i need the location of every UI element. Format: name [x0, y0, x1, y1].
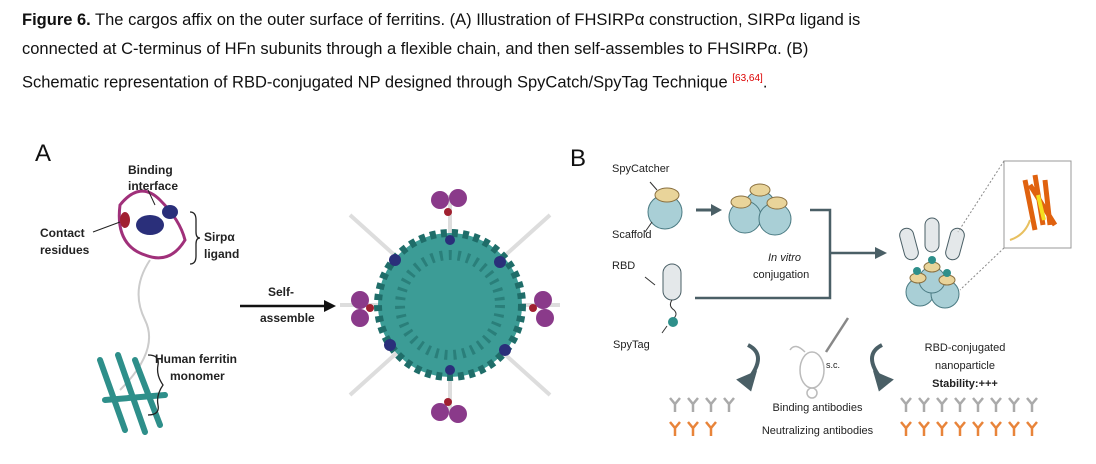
antibody-icon — [918, 421, 930, 436]
binding-antibodies-label: Binding antibodies — [772, 402, 863, 414]
self-assemble-arrow — [240, 300, 336, 312]
sirpa-ligand-label: Sirpα — [204, 230, 235, 244]
antibody-icon — [954, 397, 966, 412]
antibody-icon — [669, 421, 681, 436]
mouse-syringe-icon — [789, 317, 850, 399]
self-assemble-label: Self- — [268, 285, 295, 299]
antibody-icon — [1026, 421, 1038, 436]
antibody-icon — [990, 421, 1002, 436]
antibody-icon — [972, 397, 984, 412]
antibody-icons — [669, 397, 1038, 436]
conjugation-arrow — [695, 208, 887, 300]
nanoparticle-label: RBD-conjugated — [924, 342, 1006, 354]
antibody-icon — [723, 397, 735, 412]
stability-label: Stability:+++ — [932, 378, 998, 390]
contact-residues-label: residues — [40, 243, 90, 257]
fhsirpa-nanocage — [340, 189, 560, 423]
antibody-icon — [705, 421, 717, 436]
caption-line: The cargos affix on the outer surface of… — [90, 11, 861, 29]
sirpa-ligand-label: ligand — [204, 247, 240, 261]
binding-pointer — [147, 189, 156, 206]
citation-link[interactable]: [63,64] — [732, 73, 763, 84]
sirpa-brace — [189, 211, 201, 265]
antibody-icon — [1008, 421, 1020, 436]
antibody-icon — [900, 397, 912, 412]
in-vitro-label: In vitro — [768, 252, 802, 264]
binding-interface-label: interface — [128, 179, 179, 193]
antibody-icon — [918, 397, 930, 412]
rbd-spytag — [644, 263, 682, 334]
conjugation-label: conjugation — [753, 269, 810, 281]
binding-interface-label: Binding — [128, 163, 173, 177]
self-assemble-label: assemble — [260, 311, 315, 325]
human-ferritin-label: monomer — [170, 369, 225, 383]
neutralizing-antibodies-label: Neutralizing antibodies — [761, 425, 874, 437]
caption-period: . — [762, 73, 768, 92]
caption-label: Figure 6. — [22, 11, 91, 29]
figure-caption: Figure 6. The cargos affix on the outer … — [22, 6, 1082, 98]
spytag-structure-inset — [957, 160, 1072, 291]
scaffold-trimer — [728, 183, 792, 236]
caption-line: Schematic representation of RBD-conjugat… — [22, 73, 733, 92]
scaffold-label: Scaffold — [612, 229, 652, 241]
antibody-icon — [972, 421, 984, 436]
contact-pointer — [92, 221, 121, 233]
curved-arrow-icon — [736, 343, 894, 392]
antibody-icon — [687, 421, 699, 436]
contact-residues-label: Contact — [40, 226, 85, 240]
antibody-icon — [936, 421, 948, 436]
sc-label: s.c. — [826, 360, 841, 370]
antibody-icon — [1026, 397, 1038, 412]
antibody-icon — [936, 397, 948, 412]
spytag-label: SpyTag — [613, 339, 650, 351]
human-ferritin-label: Human ferritin — [155, 352, 238, 366]
antibody-icon — [1008, 397, 1020, 412]
antibody-icon — [687, 397, 699, 412]
panel-a-label: A — [35, 140, 52, 167]
rbd-nanoparticle — [899, 217, 965, 309]
nanoparticle-label: nanoparticle — [935, 360, 995, 372]
antibody-icon — [705, 397, 717, 412]
antibody-icon — [900, 421, 912, 436]
panel-b-label: B — [570, 145, 587, 172]
spycatcher-label: SpyCatcher — [612, 163, 670, 175]
scaffold-spycatcher — [644, 181, 683, 233]
antibody-icon — [990, 397, 1002, 412]
antibody-icon — [669, 397, 681, 412]
antibody-icon — [954, 421, 966, 436]
ferritin-monomer-structure — [97, 352, 168, 435]
caption-line: connected at C-terminus of HFn subunits … — [22, 40, 809, 58]
arrow-icon — [696, 204, 722, 216]
rbd-label: RBD — [612, 260, 636, 272]
ferritin-brace — [147, 354, 164, 416]
sirpa-ligand-structure — [117, 189, 187, 260]
